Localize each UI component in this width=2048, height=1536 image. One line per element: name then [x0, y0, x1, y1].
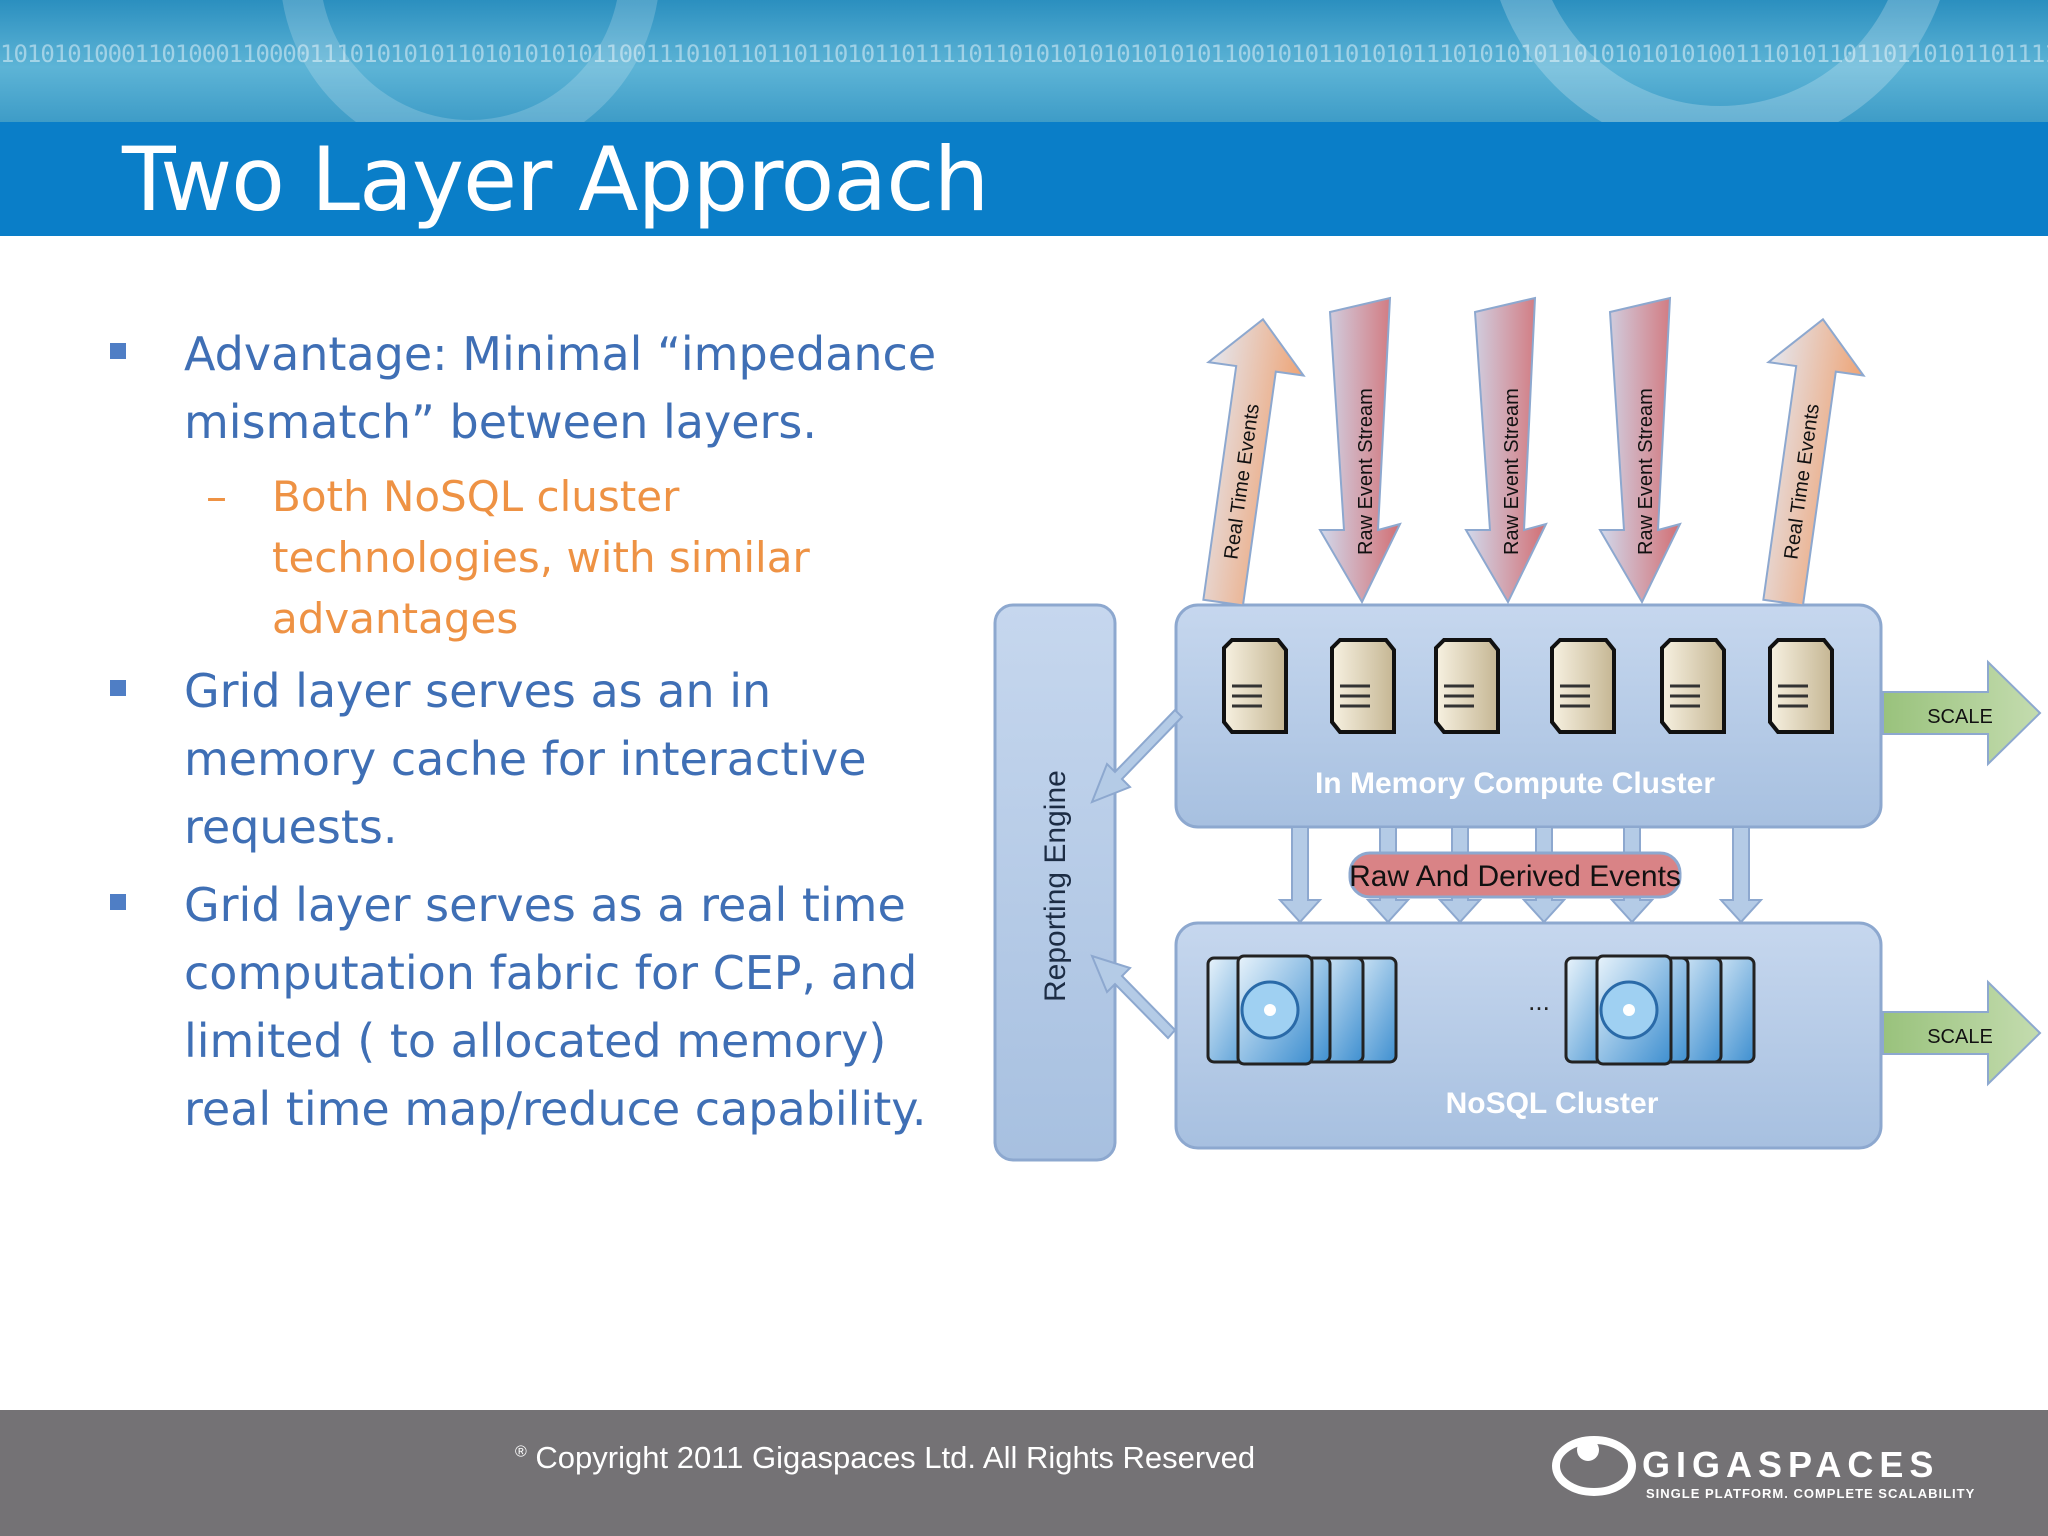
raw-derived-events-label: Raw And Derived Events: [1349, 860, 1681, 893]
scale-arrow-bottom: SCALE: [1882, 979, 2042, 1087]
raw-event-stream-arrow-1: Raw Event Stream: [1318, 296, 1402, 605]
sub-bullet-nosql: – Both NoSQL cluster technologies, with …: [110, 466, 950, 649]
raw-event-stream-arrow-2: Raw Event Stream: [1464, 296, 1548, 605]
logo-tagline: SINGLE PLATFORM. COMPLETE SCALABILITY: [1646, 1486, 1976, 1501]
sub-bullet-text: Both NoSQL cluster technologies, with si…: [272, 472, 810, 643]
reporting-engine-box: [993, 603, 1117, 1162]
title-bar: [0, 122, 2048, 236]
gigaspaces-logo-icon: [1552, 1436, 1636, 1496]
architecture-diagram: Reporting Engine In Memory Compute Clust…: [993, 296, 2042, 1162]
server-icon: [1222, 638, 1288, 734]
compute-cluster-label: In Memory Compute Cluster: [1315, 767, 1715, 800]
bullet-grid-cache: Grid layer serves as an in memory cache …: [110, 657, 950, 861]
logo-wordmark: GIGASPACES: [1642, 1444, 1940, 1485]
disk-icons: [1206, 954, 1756, 1066]
raw-event-stream-label-2: Raw Event Stream: [1501, 388, 1523, 555]
copyright-text: ® Copyright 2011 Gigaspaces Ltd. All Rig…: [515, 1440, 1255, 1476]
header-banner: 1010101000110100011000011101010101101010…: [0, 0, 2048, 122]
raw-event-stream-label-1: Raw Event Stream: [1355, 388, 1377, 555]
reporting-engine-label: Reporting Engine: [1039, 770, 1072, 1002]
footer-bar: [0, 1410, 2048, 1536]
server-icon: [1330, 638, 1396, 734]
banner-binary-text: 1010101000110100011000011101010101101010…: [0, 40, 2048, 68]
server-icon: [1434, 638, 1500, 734]
registered-mark: ®: [515, 1443, 527, 1461]
bullet-grid-fabric: Grid layer serves as a real time computa…: [110, 871, 950, 1143]
nosql-ellipsis: ...: [1528, 986, 1550, 1016]
raw-derived-events-badge: [1348, 851, 1682, 899]
real-time-events-arrow-right: Real Time Events: [1762, 317, 1866, 607]
bullet-list: Advantage: Minimal “impedance mismatch” …: [110, 320, 950, 1153]
server-icons: [1222, 638, 1834, 734]
server-icon: [1660, 638, 1726, 734]
sub-bullet-dash: –: [206, 472, 227, 521]
raw-event-stream-label-3: Raw Event Stream: [1635, 388, 1657, 555]
hard-disk-icon: [1595, 954, 1673, 1066]
scale-arrow-top: SCALE: [1882, 659, 2042, 767]
copyright-label: Copyright 2011 Gigaspaces Ltd. All Right…: [535, 1440, 1256, 1475]
real-time-events-arrow-left: Real Time Events: [1202, 317, 1306, 607]
nosql-cluster-label: NoSQL Cluster: [1446, 1087, 1659, 1120]
bullet-advantage: Advantage: Minimal “impedance mismatch” …: [110, 320, 950, 456]
server-icon: [1550, 638, 1616, 734]
scale-label-top: SCALE: [1927, 706, 1993, 728]
hard-disk-icon: [1236, 954, 1314, 1066]
slide-title: Two Layer Approach: [122, 128, 989, 231]
scale-label-bottom: SCALE: [1927, 1026, 1993, 1048]
nosql-to-reporting-arrow: [1090, 954, 1177, 1040]
compute-to-reporting-arrow: [1090, 708, 1184, 804]
server-icon: [1768, 638, 1834, 734]
raw-event-stream-arrow-3: Raw Event Stream: [1598, 296, 1682, 605]
